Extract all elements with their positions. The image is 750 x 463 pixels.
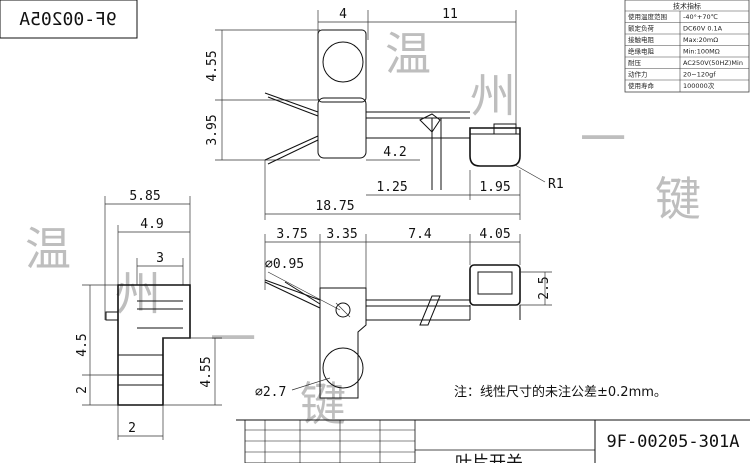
spec-label: 动作力 — [628, 70, 648, 79]
side-view: 5.85 4.9 3 4.5 2 4.55 2 — [75, 189, 222, 440]
dim-side-2-left: 2 — [75, 386, 90, 394]
dim-side-5-85: 5.85 — [129, 189, 160, 204]
spec-label: 耐压 — [628, 59, 642, 67]
spec-value: -40°+70℃ — [683, 13, 718, 21]
watermark-char-1: 温 — [385, 27, 431, 81]
part-number: 9F-00205-301A — [606, 432, 739, 452]
dim-bot-2-5: 2.5 — [537, 276, 552, 299]
spec-table-title: 技术指标 — [673, 2, 701, 11]
spec-value: Min:100MΩ — [683, 48, 720, 56]
dim-side-2-bottom: 2 — [128, 421, 136, 436]
watermark-char-5: 温 — [25, 222, 71, 276]
watermark-char-6: 州 — [115, 267, 161, 321]
dim-bot-d0-95: ⌀0.95 — [265, 257, 304, 272]
watermark-char-8: 键 — [300, 377, 346, 431]
dim-side-4-5: 4.5 — [75, 333, 90, 356]
dim-top-18-75: 18.75 — [315, 199, 354, 214]
spec-label: 绝缘电阻 — [628, 47, 655, 56]
spec-label: 额定负荷 — [628, 24, 655, 33]
dim-top-1-25: 1.25 — [376, 180, 407, 195]
dim-top-11: 11 — [442, 7, 458, 22]
dim-top-4-2: 4.2 — [383, 145, 406, 160]
dim-top-3-95: 3.95 — [205, 114, 220, 145]
spec-value: 20~120gf — [683, 71, 716, 79]
dim-side-4-55: 4.55 — [199, 356, 214, 387]
dim-top-1-95: 1.95 — [479, 180, 510, 195]
top-view: 4 11 4.55 3.95 4.2 — [205, 7, 564, 220]
spec-table: 技术指标 使用温度范围 -40°+70℃ 额定负荷 DC60V 0.1A 接触电… — [624, 0, 750, 93]
watermark-char-4: 键 — [655, 172, 701, 226]
spec-value: AC250V(50HZ)Min — [683, 59, 743, 67]
dim-bot-3-75: 3.75 — [276, 227, 307, 242]
dim-bot-d2-7: ⌀2.7 — [255, 385, 286, 400]
dim-bot-7-4: 7.4 — [408, 227, 432, 242]
tolerance-note: 注：线性尺寸的未注公差±0.2mm。 — [454, 384, 667, 400]
dim-bot-4-05: 4.05 — [479, 227, 510, 242]
drawing-title: 叶片开关 — [455, 453, 523, 463]
dim-top-4: 4 — [339, 7, 347, 22]
dim-top-4-55: 4.55 — [205, 50, 220, 81]
watermark-char-3: 一 — [580, 112, 626, 166]
spec-value: DC60V 0.1A — [683, 25, 723, 33]
spec-label: 使用温度范围 — [628, 12, 667, 21]
bottom-view: 3.75 3.35 7.4 4.05 ⌀0.95 2.5 ⌀2.7 — [255, 227, 552, 400]
title-block: 9F-00205-301A 叶片开关 — [236, 419, 750, 463]
spec-label: 使用寿命 — [628, 81, 655, 90]
spec-value: Max:20mΩ — [683, 36, 718, 44]
watermark: 温 州 一 键 温 州 一 键 — [25, 27, 701, 431]
dim-bot-3-35: 3.35 — [326, 227, 357, 242]
dim-top-r1: R1 — [548, 177, 564, 192]
corner-label-box: 9F-00205A — [0, 0, 138, 39]
watermark-char-7: 一 — [210, 312, 256, 366]
spec-label: 接触电阻 — [628, 35, 655, 44]
dim-side-3: 3 — [156, 251, 164, 266]
dim-side-4-9: 4.9 — [140, 217, 163, 232]
watermark-char-2: 州 — [470, 69, 516, 123]
spec-value: 100000次 — [683, 81, 715, 90]
corner-label: 9F-00205A — [19, 9, 117, 30]
